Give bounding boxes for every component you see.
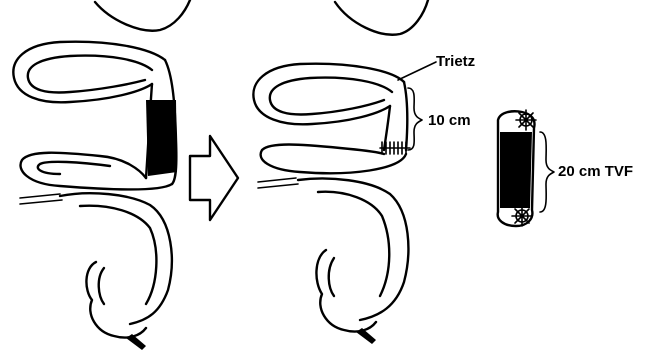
left-cecum xyxy=(86,262,146,338)
segment-dark-fill xyxy=(500,132,532,208)
mid-jejunum-inner xyxy=(384,106,390,150)
ten-cm-brace xyxy=(408,88,422,150)
mid-transverse-inner xyxy=(270,78,392,115)
mid-stomach-outline xyxy=(335,0,428,35)
left-cecum-inner xyxy=(99,268,104,304)
bottom-suture xyxy=(512,206,532,226)
treitz-pointer xyxy=(398,62,436,80)
twenty-cm-label: 20 cm TVF xyxy=(558,163,633,180)
left-pin xyxy=(20,194,62,204)
twenty-cm-brace xyxy=(540,132,554,212)
mid-jejunum-outer xyxy=(404,82,407,150)
mid-pin xyxy=(258,178,298,188)
left-transverse-inner xyxy=(28,56,152,93)
process-arrow xyxy=(190,136,238,220)
mid-cecum-inner xyxy=(329,258,334,296)
isolated-segment xyxy=(498,110,536,226)
left-stomach-outline xyxy=(95,0,190,31)
left-lower-inner xyxy=(38,162,110,174)
mid-descending-outer xyxy=(298,179,408,320)
ten-cm-label: 10 cm xyxy=(428,112,471,129)
after-intestine xyxy=(253,0,428,344)
before-intestine xyxy=(13,0,190,350)
treitz-label: Trietz xyxy=(436,53,475,70)
top-suture xyxy=(516,110,536,130)
left-descending-outer xyxy=(60,193,172,324)
left-transverse-loop xyxy=(13,42,165,103)
left-descending-inner xyxy=(80,206,156,304)
mid-transverse-loop xyxy=(253,64,404,125)
left-isolated-segment xyxy=(146,100,177,176)
